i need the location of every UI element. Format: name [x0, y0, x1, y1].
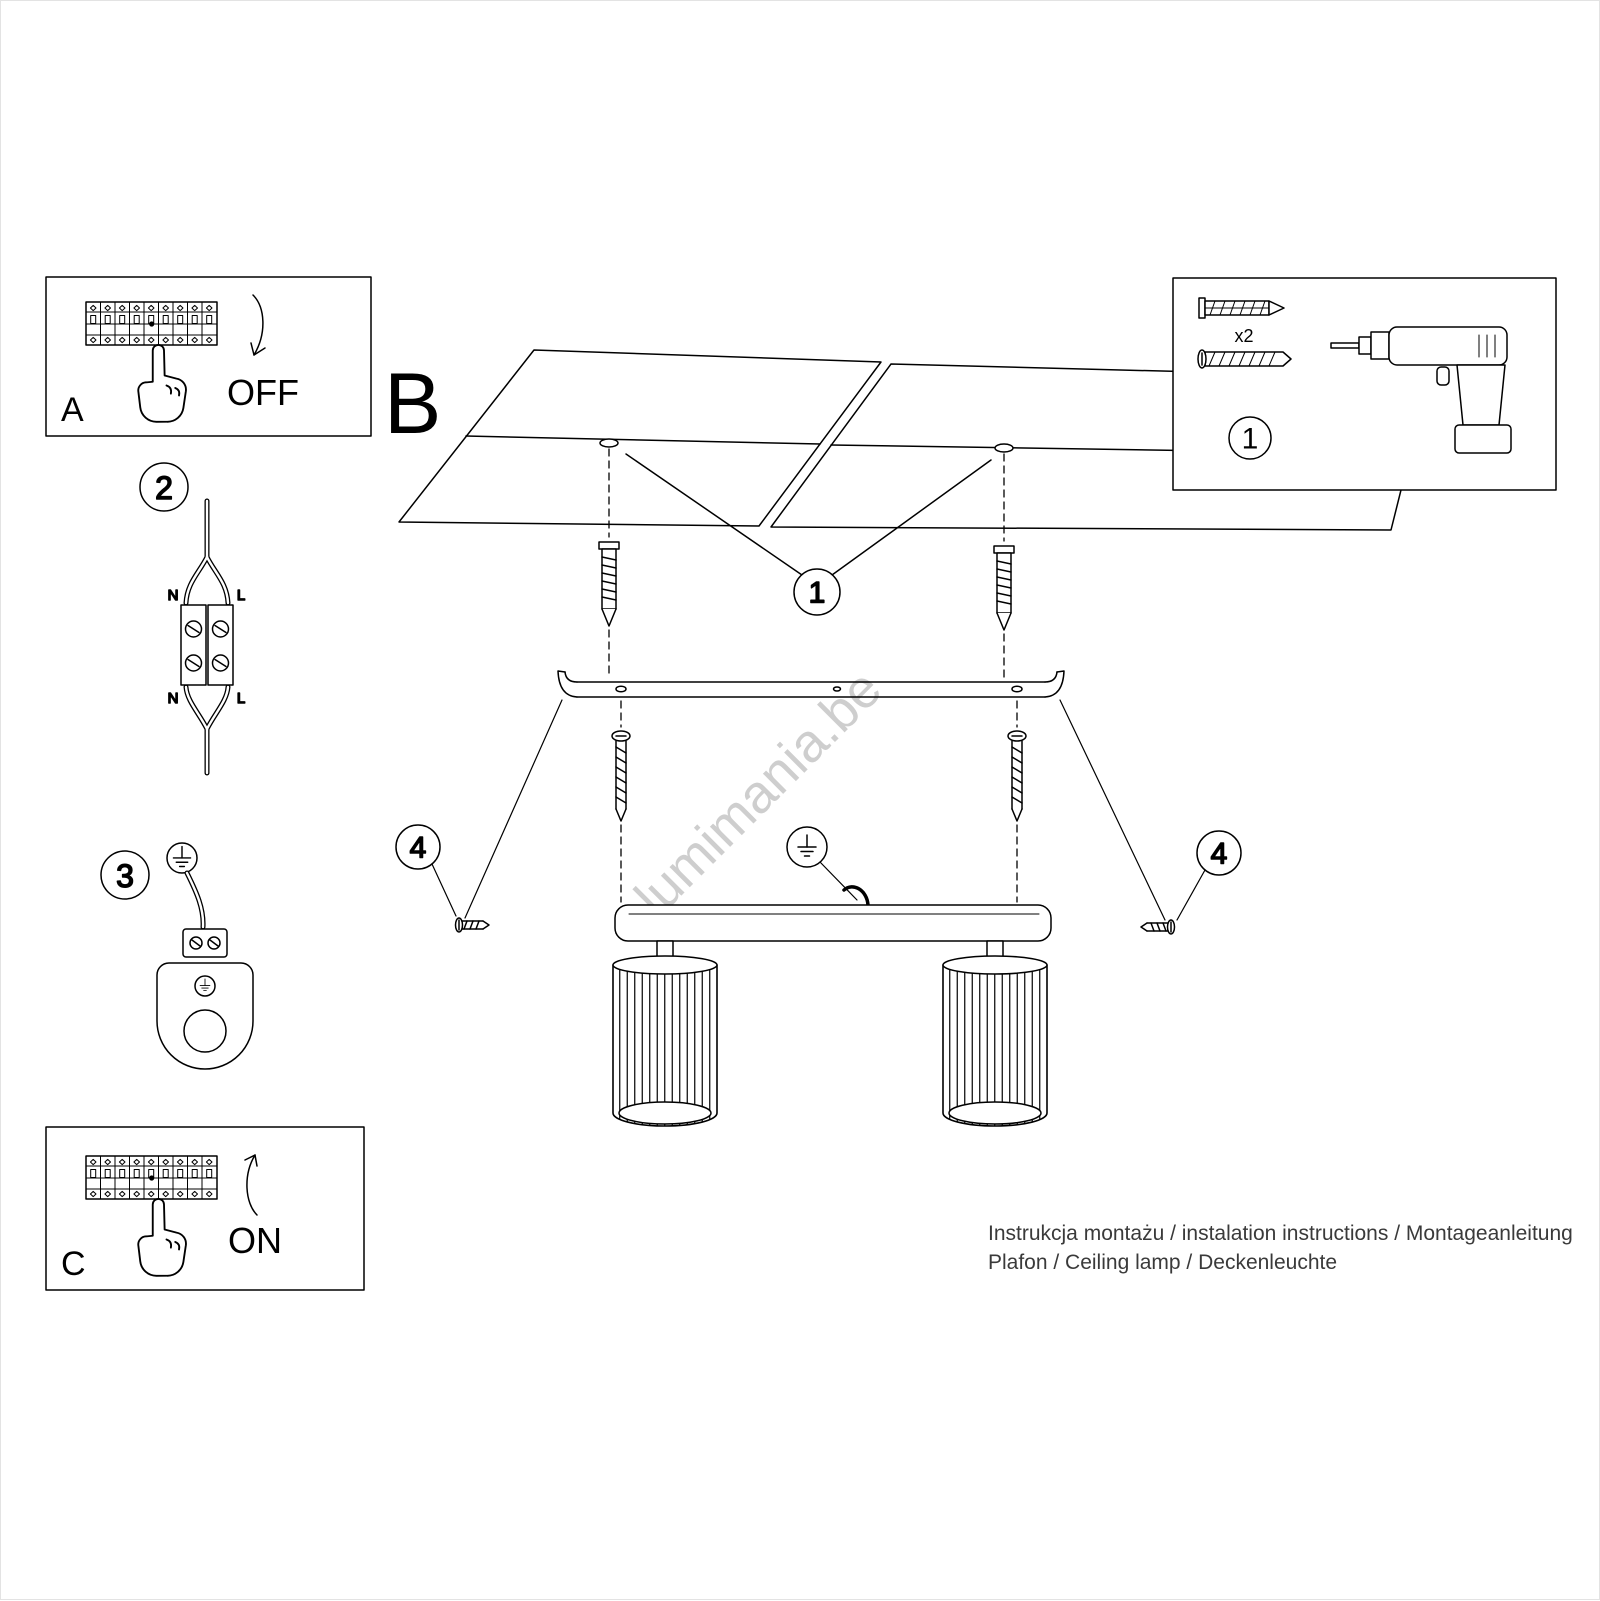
label-live-bottom: L	[237, 690, 245, 707]
drill-hole-left	[599, 438, 619, 448]
on-label: ON	[228, 1220, 282, 1261]
terminal-block-right	[207, 604, 234, 686]
box-a: OFF A	[45, 276, 372, 437]
off-label: OFF	[227, 372, 299, 413]
anchor-chain-right	[993, 453, 1027, 903]
wall-plug-right-icon	[993, 545, 1015, 631]
ceiling-lamp	[612, 904, 1052, 1127]
mounting-screw-icon	[1197, 349, 1292, 369]
label-neutral-bottom: N	[168, 690, 179, 707]
drill-hole-right	[994, 443, 1014, 453]
alignment-lines	[464, 699, 1166, 921]
callout-screw-left-number: 4	[410, 832, 427, 865]
box-c: ON C	[45, 1126, 365, 1291]
callout-anchor-number: 1	[809, 577, 826, 610]
callout-screw-right-number: 4	[1211, 838, 1228, 871]
footer-line-1: Instrukcja montażu / instalation instruc…	[988, 1222, 1573, 1245]
breaker-panel-on-icon	[86, 1156, 217, 1199]
screw-left-icon	[611, 730, 631, 822]
footer-text: Instrukcja montażu / instalation instruc…	[988, 1222, 1573, 1274]
drill-icon	[1330, 326, 1512, 454]
label-live-top: L	[237, 587, 245, 604]
lamp-shade-left	[612, 955, 718, 1127]
parts-box-number: 1	[1242, 423, 1259, 456]
footer-line-2: Plafon / Ceiling lamp / Deckenleuchte	[988, 1251, 1337, 1274]
lamp-holder-plate-icon	[156, 962, 254, 1070]
mounting-bracket	[557, 670, 1065, 698]
wall-plug-icon	[1198, 297, 1285, 319]
wall-plug-left-icon	[598, 541, 620, 627]
step-2-number: 2	[155, 470, 173, 506]
step-2-wiring: 2 N L N L	[139, 462, 246, 776]
step-b-label: B	[384, 356, 441, 452]
screw-right-icon	[1007, 730, 1027, 822]
terminal-block-left	[180, 604, 207, 686]
ground-callout	[786, 826, 870, 907]
step-3-grounding: 3	[100, 842, 254, 1070]
step-3-number: 3	[116, 858, 134, 894]
label-neutral-top: N	[168, 587, 179, 604]
wall-plug-qty: x2	[1234, 326, 1253, 346]
callout-anchor: 1	[625, 453, 992, 616]
breaker-panel-icon	[86, 302, 217, 345]
parts-box: x2 1	[1172, 277, 1557, 491]
off-arrow-icon	[250, 294, 266, 356]
box-a-label: A	[61, 391, 84, 429]
lamp-shade-right	[942, 955, 1048, 1127]
side-screw-right: 4	[1140, 830, 1242, 935]
ground-clamp-icon	[182, 928, 228, 958]
on-arrow-icon	[244, 1154, 258, 1216]
box-c-label: C	[61, 1245, 86, 1283]
anchor-chain-left	[598, 448, 631, 903]
side-screw-left: 4	[395, 824, 490, 933]
